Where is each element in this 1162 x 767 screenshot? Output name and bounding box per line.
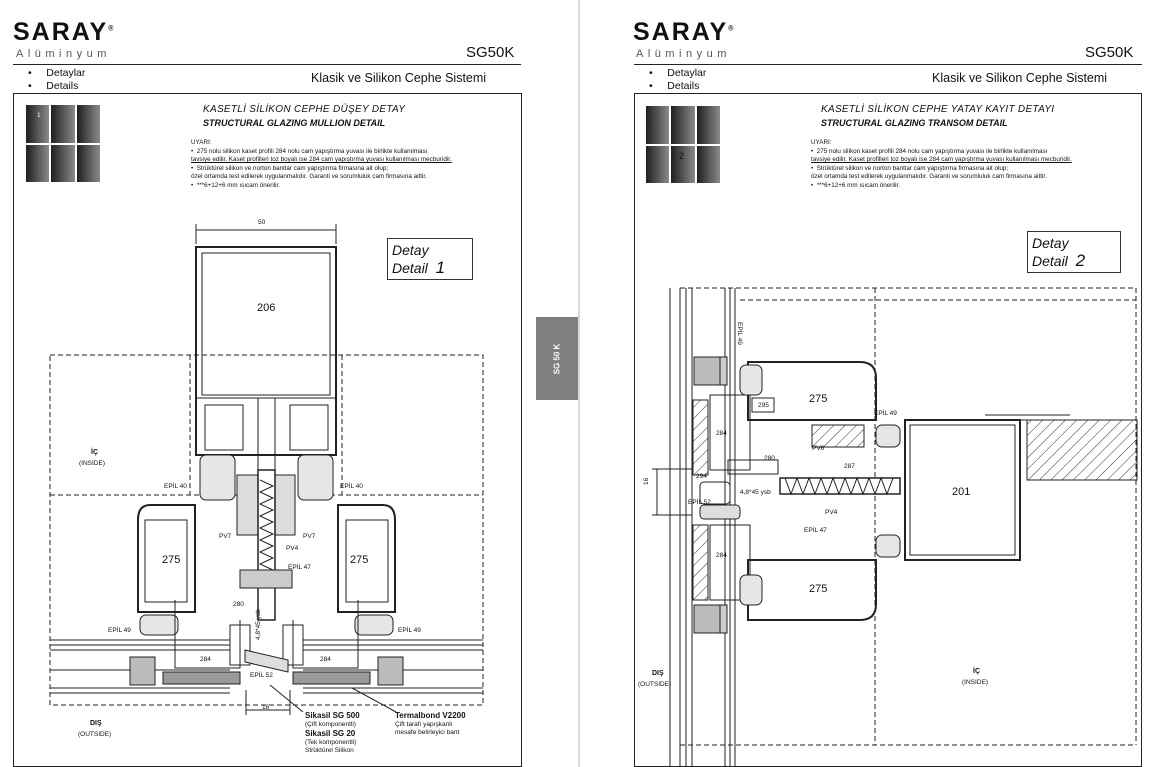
series-code-right: SG50K (1085, 44, 1134, 61)
header-title: Klasik ve Silikon Cephe Sistemi (311, 71, 487, 85)
outside-label-en-right: (OUTSIDE) (638, 681, 672, 688)
label-epil47-right: EPİL 47 (804, 527, 827, 534)
label-epil47: EPİL 47 (288, 564, 311, 571)
detail-index-tile[interactable] (26, 105, 100, 182)
label-295: 295 (758, 402, 769, 409)
label-pv7-left: PV7 (219, 533, 232, 540)
tile-mark-right: 2 (679, 151, 685, 161)
mullion-drawing (49, 224, 484, 715)
dim-width-50: 50 (258, 219, 266, 226)
label-284-left: 284 (200, 656, 211, 663)
brand-subtitle-right: Alüminyum (636, 48, 731, 60)
label-284-right: 284 (320, 656, 331, 663)
nav-item-detaylar[interactable]: • Detaylar (28, 67, 86, 79)
series-code: SG50K (466, 44, 515, 61)
tile-mark: 1 (37, 112, 41, 119)
brand-subtitle: Alüminyum (16, 48, 111, 60)
warning-notes: UYARI: • 275 nolu silikon kaset profili … (191, 139, 452, 189)
label-epil52-right: EPİL 52 (688, 499, 711, 506)
detail-badge-right: Detay Detail 2 (1027, 231, 1121, 273)
label-287: 287 (844, 463, 855, 470)
label-280: 280 (233, 601, 244, 608)
inside-label-en-right: (INSIDE) (962, 679, 988, 686)
label-pv6: PV6 (812, 445, 825, 452)
dim-16-right: 16 (643, 477, 650, 485)
label-screw-right: 4,8*45 ysb (740, 489, 771, 496)
nav-item-detaylar-right[interactable]: • Detaylar (649, 67, 707, 79)
transom-drawing (652, 287, 1138, 767)
detail-title-tr-right: KASETLİ SİLİKON CEPHE YATAY KAYIT DETAYI (821, 104, 1055, 115)
left-page: SARAY® Alüminyum SG50K • Detaylar • Deta… (0, 0, 578, 767)
page-spine (578, 0, 580, 767)
label-275-bottom: 275 (809, 583, 828, 595)
label-epil40-right: EPİL 40 (340, 483, 363, 490)
warning-notes-right: UYARI: • 275 nolu silikon kaset profili … (811, 139, 1072, 189)
label-epil49-top: EPİL 49 (736, 322, 743, 345)
nav-item-details[interactable]: • Details (28, 80, 79, 92)
detail-index-tile-right[interactable] (646, 106, 720, 183)
brand-logo: SARAY® (13, 18, 116, 46)
label-275-top: 275 (809, 393, 828, 405)
label-pv7-right: PV7 (303, 533, 316, 540)
outside-label-en: (OUTSIDE) (78, 731, 112, 738)
detail-title-en: STRUCTURAL GLAZING MULLION DETAIL (203, 118, 386, 128)
outside-label: DIŞ (90, 720, 102, 727)
detail-title-en-right: STRUCTURAL GLAZING TRANSOM DETAIL (821, 118, 1008, 128)
header-title-right: Klasik ve Silikon Cephe Sistemi (932, 71, 1108, 85)
dim-16: 16 (262, 704, 270, 711)
label-284-top: 284 (716, 430, 727, 437)
label-epil49-right: EPİL 49 (398, 627, 421, 634)
detail-badge: Detay Detail 1 (387, 238, 473, 280)
label-280: 280 (764, 455, 775, 462)
label-pv4-right: PV4 (825, 509, 838, 516)
nav-item-details-right[interactable]: • Details (649, 80, 700, 92)
label-screw: 4,8*45 ysb (255, 609, 262, 640)
brand-logo-right: SARAY® (633, 18, 736, 46)
label-294: 294 (696, 473, 707, 480)
right-page: SARAY® Alüminyum SG50K • Detaylar • Deta… (580, 0, 1162, 767)
callout-termalbond: Termalbond V2200 Çift tarafı yapışkanlı … (395, 711, 466, 737)
spine-tab-left[interactable]: SG 50 K (536, 317, 578, 400)
inside-label-en: (INSIDE) (79, 460, 105, 467)
detail-title-tr: KASETLİ SİLİKON CEPHE DÜŞEY DETAY (203, 104, 406, 115)
profile-206-label: 206 (257, 302, 276, 314)
label-pv4: PV4 (286, 545, 299, 552)
label-epil40-left: EPİL 40 (164, 483, 187, 490)
label-epil49-right: EPİL 49 (874, 410, 897, 417)
label-epil52: EPİL 52 (250, 672, 273, 679)
label-275-right: 275 (350, 554, 369, 566)
profile-201-label: 201 (952, 486, 971, 498)
label-epil49-left: EPİL 49 (108, 627, 131, 634)
label-275-left: 275 (162, 554, 181, 566)
inside-label: İÇ (91, 449, 98, 456)
inside-label-right: İÇ (973, 668, 980, 675)
label-284-bottom: 284 (716, 552, 727, 559)
outside-label-right: DIŞ (652, 670, 664, 677)
callout-sikasil: Sikasil SG 500 (Çift komponentli) Sikasi… (305, 711, 360, 755)
